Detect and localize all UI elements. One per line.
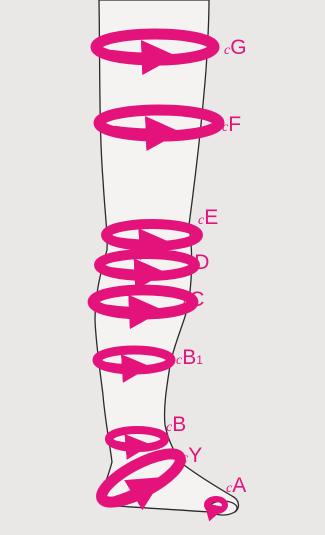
band-arrow-b	[116, 444, 140, 446]
band-arrow-f	[114, 130, 165, 133]
label-letter: D	[194, 251, 209, 274]
label-letter: F	[228, 113, 241, 136]
label-letter: E	[204, 206, 218, 229]
label-letter: C	[189, 288, 204, 311]
label-subscript: 1	[196, 353, 203, 367]
band-arrow-c	[106, 309, 149, 312]
label-letter: B	[172, 413, 186, 436]
label-letter: Y	[188, 444, 202, 467]
label-letter: B	[182, 346, 196, 369]
label-letter: A	[232, 474, 246, 497]
band-arrow-d	[111, 271, 152, 273]
band-arrow-a	[209, 508, 217, 510]
label-letter: G	[230, 36, 246, 59]
band-arrow-b1	[106, 366, 137, 368]
band-arrow-g	[111, 54, 161, 57]
band-arrow-e	[118, 241, 157, 243]
